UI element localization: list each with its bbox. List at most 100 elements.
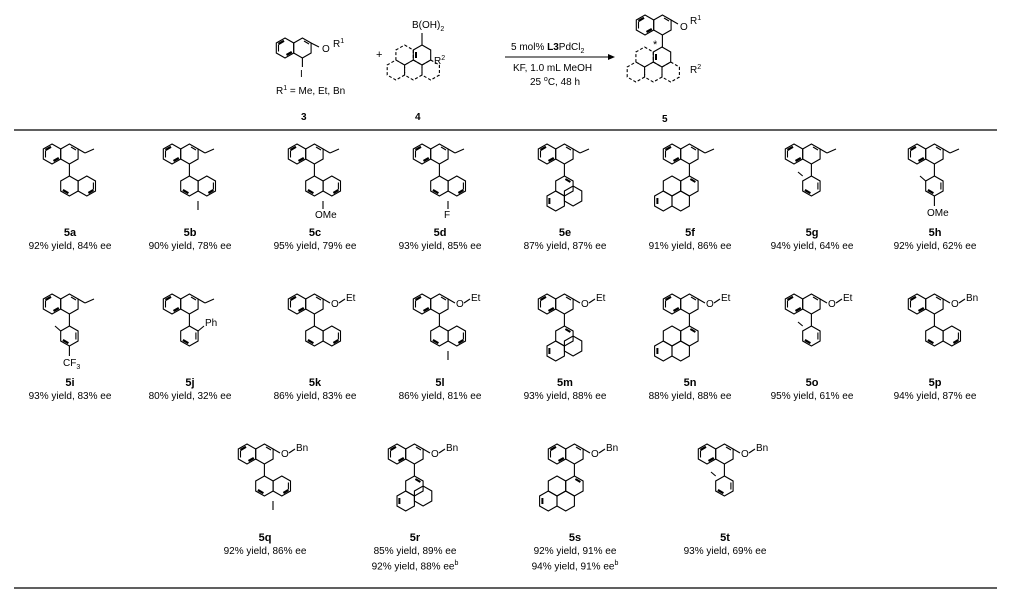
naphthalene-ring xyxy=(784,292,822,316)
o-substituent-label: O xyxy=(281,449,289,460)
lower-aryl-ring xyxy=(924,324,962,348)
compound-5c-yield: 95% yield, 79% ee xyxy=(273,241,357,252)
naphthalene-ring xyxy=(907,142,945,166)
o-substituent-label: O xyxy=(591,449,599,460)
compound-5p-structure: OBn xyxy=(907,292,978,348)
o-substituent-label: O xyxy=(431,449,439,460)
compound-5a-label: 5a xyxy=(63,227,77,239)
naphthalene-ring xyxy=(387,442,425,466)
alkyl-label: Bn xyxy=(296,443,308,454)
compound-5g-yield: 94% yield, 64% ee xyxy=(770,241,854,252)
lower-aryl-ring xyxy=(801,174,822,198)
o-substituent-label: O xyxy=(331,299,339,310)
naphthalene-ring xyxy=(162,292,200,316)
compound-5k-label: 5k xyxy=(308,377,322,389)
alkyl-label: Et xyxy=(721,293,731,304)
reaction-arrow-head xyxy=(608,54,615,60)
reagent-4-r2: R2 xyxy=(434,55,445,67)
lower-aryl-ring xyxy=(653,325,700,362)
compound-5h-structure: OMe xyxy=(907,142,960,219)
compound-5s-label: 5s xyxy=(568,532,582,544)
compound-5q-yield: 92% yield, 86% ee xyxy=(223,546,307,557)
aryl-substituent-label: Ph xyxy=(205,318,217,329)
o-substituent-label: O xyxy=(828,299,836,310)
naphthalene-ring xyxy=(412,142,450,166)
conditions-line-1: 5 mol% L3PdCl2 xyxy=(511,42,584,55)
lower-aryl-ring xyxy=(924,174,945,198)
compound-5t-structure: OBn xyxy=(697,442,768,498)
compound-5p-label: 5p xyxy=(928,377,942,389)
compound-5l-label: 5l xyxy=(435,377,445,389)
compound-5i-label: 5i xyxy=(65,377,75,389)
lower-aryl-ring xyxy=(179,324,200,348)
naphthalene-ring xyxy=(547,442,585,466)
compound-5k-yield: 86% yield, 83% ee xyxy=(273,391,357,402)
reagent-3-oxygen: O xyxy=(322,44,330,55)
naphthalene-ring xyxy=(907,292,945,316)
compound-5q-label: 5q xyxy=(258,532,272,544)
product-5-r2: R2 xyxy=(690,64,701,76)
aryl-substituent-label: OMe xyxy=(315,210,337,221)
compound-5s-yield: 92% yield, 91% ee xyxy=(533,546,617,557)
compound-5j-yield: 80% yield, 32% ee xyxy=(148,391,232,402)
compound-5o-label: 5o xyxy=(805,377,819,389)
compound-5g-structure xyxy=(784,142,837,198)
compound-5b-structure xyxy=(162,142,217,210)
o-substituent-label: O xyxy=(581,299,589,310)
naphthalene-ring xyxy=(697,442,735,466)
naphthalene-ring xyxy=(412,292,450,316)
lower-aryl-ring xyxy=(538,475,585,512)
naphthalene-ring xyxy=(162,142,200,166)
lower-aryl-ring xyxy=(304,174,342,198)
compound-5j-structure: Ph xyxy=(162,292,217,348)
lower-aryl-ring xyxy=(59,324,80,348)
alkyl-label: Bn xyxy=(446,443,458,454)
compound-5a-yield: 92% yield, 84% ee xyxy=(28,241,112,252)
lower-aryl-ring xyxy=(429,174,467,198)
compound-5r-yield: 85% yield, 89% ee xyxy=(373,546,457,557)
naphthalene-ring xyxy=(287,292,325,316)
compound-5n-label: 5n xyxy=(683,377,697,389)
compound-5f-label: 5f xyxy=(685,227,695,239)
reagent-3-number: 3 xyxy=(301,112,307,123)
compound-5r-structure: O Bn xyxy=(387,442,458,512)
compound-5d-yield: 93% yield, 85% ee xyxy=(398,241,482,252)
lower-aryl-ring xyxy=(546,175,583,212)
alkyl-label: Et xyxy=(843,293,853,304)
lower-aryl-ring xyxy=(396,475,433,512)
compound-5a-structure xyxy=(42,142,97,198)
aryl-substituent-label: CF3 xyxy=(63,358,80,371)
product-5-number: 5 xyxy=(662,114,668,125)
compound-5o-structure: O Et xyxy=(784,292,853,348)
compound-5s-yield-alt: 94% yield, 91% eeb xyxy=(531,560,619,573)
product-5-r1: R1 xyxy=(690,15,701,27)
lower-aryl-ring xyxy=(653,175,700,212)
compound-5k-structure: OEt xyxy=(287,292,356,348)
alkyl-label: Et xyxy=(596,293,606,304)
naphthalene-ring xyxy=(287,142,325,166)
compound-5l-structure: OEt xyxy=(412,292,481,360)
compound-5j-label: 5j xyxy=(185,377,195,389)
compound-5e-yield: 87% yield, 87% ee xyxy=(523,241,607,252)
compound-5i-structure: CF3 xyxy=(42,292,95,371)
compound-5l-yield: 86% yield, 81% ee xyxy=(398,391,482,402)
product-5-oxygen: O xyxy=(680,22,688,33)
compound-5i-yield: 93% yield, 83% ee xyxy=(28,391,112,402)
lower-aryl-ring xyxy=(254,474,292,498)
product-5-structure xyxy=(626,13,680,83)
lower-aryl-ring xyxy=(429,324,467,348)
compound-5t-label: 5t xyxy=(720,532,730,544)
compound-5m-label: 5m xyxy=(557,377,573,389)
lower-aryl-ring xyxy=(304,324,342,348)
naphthalene-ring xyxy=(42,292,80,316)
reagent-3-definition: R1 = Me, Et, Bn xyxy=(276,85,345,97)
compound-5n-yield: 88% yield, 88% ee xyxy=(648,391,732,402)
compound-5e-label: 5e xyxy=(558,227,572,239)
compound-5p-yield: 94% yield, 87% ee xyxy=(893,391,977,402)
compound-5r-yield-alt: 92% yield, 88% eeb xyxy=(371,560,459,573)
naphthalene-ring xyxy=(237,442,275,466)
compound-5h-label: 5h xyxy=(928,227,942,239)
o-substituent-label: O xyxy=(456,299,464,310)
reagent-3-structure xyxy=(275,36,320,67)
compound-5f-structure xyxy=(653,142,715,212)
